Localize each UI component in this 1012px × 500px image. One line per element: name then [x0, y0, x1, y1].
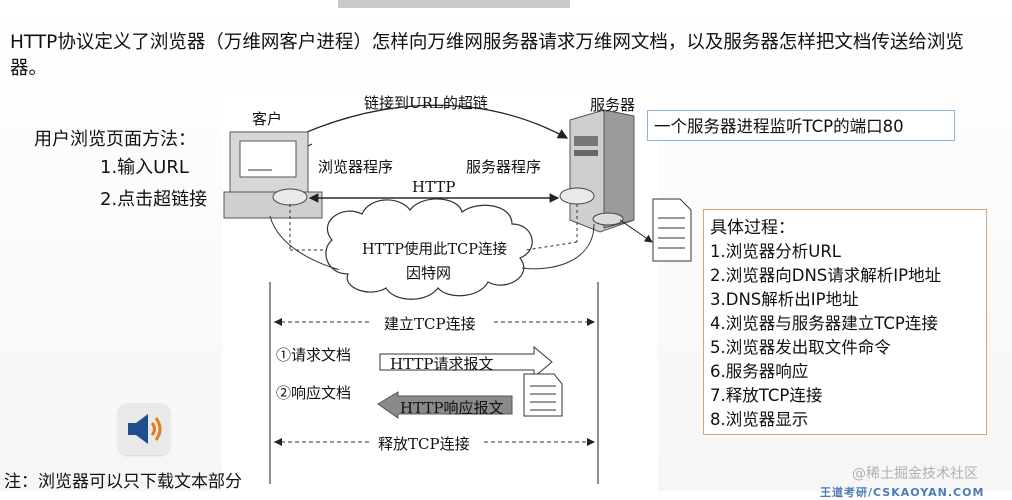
- response-arrow: [377, 391, 513, 419]
- establish-tcp-label: 建立TCP连接: [384, 315, 476, 333]
- footer-text: 王道考研/CSKAOYAN.COM: [820, 486, 985, 499]
- watermark: @稀土掘金技术社区: [852, 466, 978, 482]
- process-steps-list: 1.浏览器分析URL 2.浏览器向DNS请求解析IP地址 3.DNS解析出IP地…: [710, 240, 980, 432]
- http-label: HTTP: [412, 178, 456, 196]
- browser-program-label: 浏览器程序: [318, 158, 394, 176]
- server-label: 服务器: [590, 96, 636, 114]
- request-doc-label: ①请求文档: [276, 346, 352, 364]
- process-step: 6.服务器响应: [710, 362, 809, 381]
- top-title-bar: [338, 0, 570, 8]
- document-icon: [523, 373, 563, 417]
- method-item: 2.点击超链接: [100, 189, 208, 210]
- http-response-msg: HTTP响应报文: [400, 399, 504, 417]
- server-tower-icon: [559, 109, 635, 233]
- methods-title: 用户浏览页面方法：: [34, 129, 196, 150]
- hyperlink-label: 链接到URL的超链: [364, 94, 488, 112]
- intro-paragraph: HTTP协议定义了浏览器（万维网客户进程）怎样向万维网服务器请求万维网文档，以及…: [10, 32, 964, 79]
- process-step: 8.浏览器显示: [710, 410, 809, 429]
- internet-cloud: [325, 198, 533, 300]
- internet-label: 因特网: [406, 264, 452, 282]
- process-step: 5.浏览器发出取文件命令: [710, 338, 891, 357]
- method-item: 1.输入URL: [100, 157, 189, 178]
- server-port-note: 一个服务器进程监听TCP的端口80: [647, 110, 955, 141]
- release-tcp-label: 释放TCP连接: [378, 435, 470, 453]
- document-icon: [652, 198, 692, 262]
- cloud-tcp-label: HTTP使用此TCP连接: [362, 242, 508, 258]
- request-arrow: [379, 345, 553, 379]
- server-program-label: 服务器程序: [466, 158, 542, 176]
- client-computer-icon: [223, 131, 323, 219]
- process-step: 7.释放TCP连接: [710, 386, 823, 405]
- bottom-note: 注：浏览器可以只下载文本部分: [4, 472, 242, 492]
- process-step: 2.浏览器向DNS请求解析IP地址: [710, 266, 942, 285]
- diagram-drawing: [223, 104, 653, 484]
- client-label: 客户: [252, 110, 283, 128]
- process-step: 3.DNS解析出IP地址: [710, 290, 859, 309]
- process-step: 1.浏览器分析URL: [710, 242, 841, 261]
- http-diagram: 客户 服务器 链接到URL的超链 浏览器程序 服务器程序 HTTP HTTP使用…: [222, 92, 658, 492]
- speaker-icon: [128, 414, 162, 444]
- response-doc-label: ②响应文档: [276, 384, 352, 402]
- process-step: 4.浏览器与服务器建立TCP连接: [710, 314, 938, 333]
- speaker-button[interactable]: [118, 403, 170, 455]
- process-title: 具体过程：: [710, 218, 795, 238]
- http-request-msg: HTTP请求报文: [390, 355, 494, 373]
- process-steps-box: 具体过程： 1.浏览器分析URL 2.浏览器向DNS请求解析IP地址 3.DNS…: [703, 209, 987, 435]
